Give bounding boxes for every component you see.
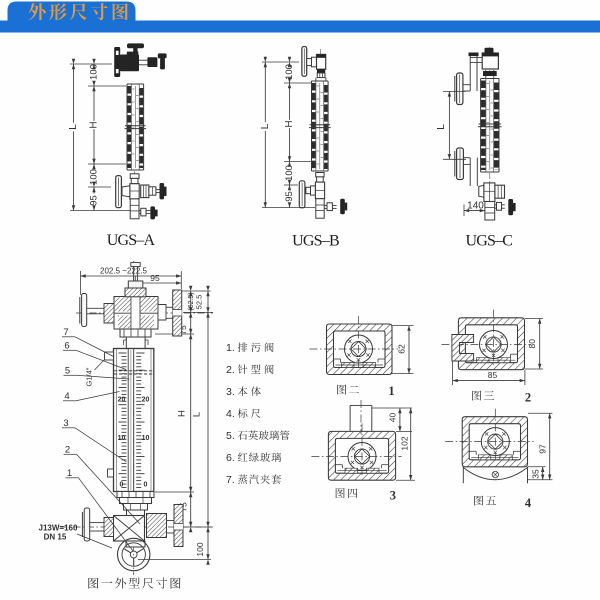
svg-text:J13W=160: J13W=160 — [39, 524, 78, 533]
svg-text:100: 100 — [89, 64, 100, 80]
svg-text:2.: 2. — [226, 364, 235, 376]
svg-text:DN 15: DN 15 — [44, 533, 67, 542]
svg-text:3.: 3. — [226, 386, 235, 398]
svg-text:35: 35 — [531, 469, 541, 479]
svg-text:85: 85 — [488, 370, 498, 380]
svg-text:0: 0 — [120, 482, 124, 489]
svg-text:75: 75 — [178, 325, 188, 335]
svg-text:20: 20 — [118, 397, 126, 404]
svg-text:1.: 1. — [226, 342, 235, 354]
svg-text:97: 97 — [537, 444, 547, 454]
svg-text:L: L — [67, 124, 79, 130]
svg-text:140: 140 — [467, 201, 484, 212]
svg-text:4.: 4. — [226, 408, 235, 420]
svg-text:10: 10 — [118, 435, 126, 442]
svg-text:6.: 6. — [226, 452, 235, 464]
svg-text:100: 100 — [89, 169, 100, 185]
svg-text:H: H — [284, 120, 295, 127]
svg-text:4: 4 — [64, 391, 69, 402]
svg-text:0: 0 — [144, 482, 148, 489]
svg-text:UGS–B: UGS–B — [292, 233, 339, 250]
svg-text:G1/4″: G1/4″ — [85, 367, 94, 386]
svg-text:1: 1 — [67, 468, 72, 479]
svg-text:L: L — [259, 123, 271, 129]
svg-text:H: H — [177, 410, 188, 417]
svg-text:H: H — [89, 121, 100, 128]
svg-text:7.: 7. — [226, 474, 235, 486]
svg-text:UGS–C: UGS–C — [465, 233, 512, 250]
svg-text:3: 3 — [390, 489, 396, 503]
svg-text:95: 95 — [89, 195, 100, 206]
svg-text:62: 62 — [396, 344, 406, 354]
svg-text:6: 6 — [64, 341, 69, 352]
svg-text:52.5: 52.5 — [195, 295, 204, 310]
svg-text:100: 100 — [284, 165, 295, 181]
svg-text:202.5 ~222.5: 202.5 ~222.5 — [100, 267, 147, 276]
svg-text:(62.5): (62.5) — [188, 292, 195, 310]
svg-text:5.: 5. — [226, 430, 235, 442]
svg-text:10: 10 — [142, 435, 150, 442]
svg-text:4: 4 — [525, 496, 532, 510]
svg-text:7: 7 — [63, 327, 68, 338]
svg-text:L: L — [435, 124, 447, 130]
svg-text:100: 100 — [195, 542, 205, 556]
svg-text:95: 95 — [284, 191, 295, 202]
svg-text:102: 102 — [400, 436, 410, 450]
svg-text:40: 40 — [387, 413, 397, 423]
svg-text:95: 95 — [150, 273, 160, 283]
svg-text:2: 2 — [65, 445, 70, 456]
svg-text:80: 80 — [527, 339, 537, 349]
svg-text:UGS–A: UGS–A — [107, 232, 156, 249]
svg-text:20: 20 — [142, 397, 150, 404]
svg-text:100: 100 — [284, 64, 295, 80]
svg-text:5: 5 — [65, 366, 70, 377]
svg-text:3: 3 — [63, 418, 68, 429]
svg-text:1: 1 — [388, 384, 394, 398]
svg-text:2: 2 — [525, 391, 531, 405]
svg-text:L: L — [192, 412, 203, 417]
